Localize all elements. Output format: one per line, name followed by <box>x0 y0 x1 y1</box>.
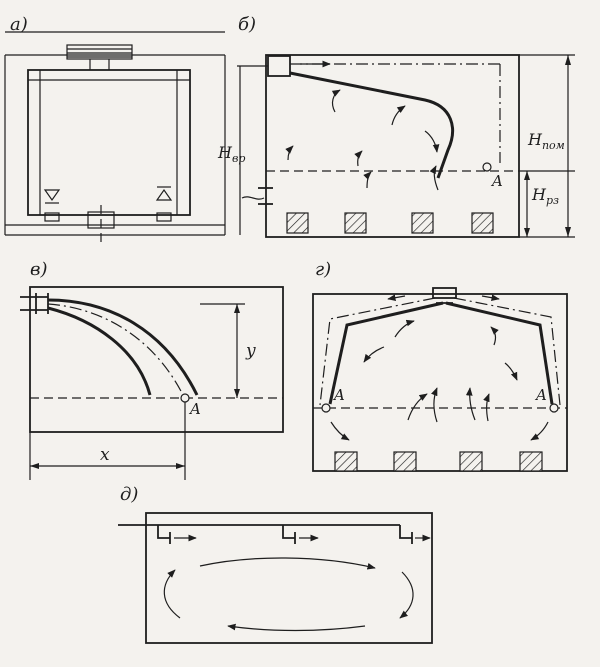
h-rz-label: Hрз <box>531 185 559 207</box>
point-a-marker <box>482 162 492 172</box>
panel-v: в) A y x <box>20 259 284 480</box>
y-dimension-label: y <box>245 341 256 361</box>
panel-g-label: г) <box>315 259 331 280</box>
panel-b-label: б) <box>238 14 256 35</box>
up-triangle-icon <box>155 188 173 201</box>
point-a-left-marker <box>321 403 331 413</box>
panel-g: г) A A <box>312 259 568 472</box>
panel-a-label: а) <box>10 14 28 35</box>
point-a-marker <box>180 393 190 403</box>
panel-b: б) A Hвр <box>217 14 575 238</box>
panel-d-label: д) <box>120 484 138 505</box>
panel-d: д) <box>118 484 433 644</box>
panel-a: а) <box>4 14 226 245</box>
point-a-right-marker <box>549 403 559 413</box>
point-a-label: A <box>188 400 201 418</box>
x-dimension-label: x <box>100 445 110 465</box>
down-triangle-icon <box>43 189 61 202</box>
point-a-left-label: A <box>332 386 345 404</box>
h-pom-label: Hпом <box>527 130 565 152</box>
panel-v-label: в) <box>30 259 48 280</box>
h-vr-label: Hвр <box>217 143 245 165</box>
point-a-label: A <box>490 172 503 190</box>
point-a-right-label: A <box>534 386 547 404</box>
